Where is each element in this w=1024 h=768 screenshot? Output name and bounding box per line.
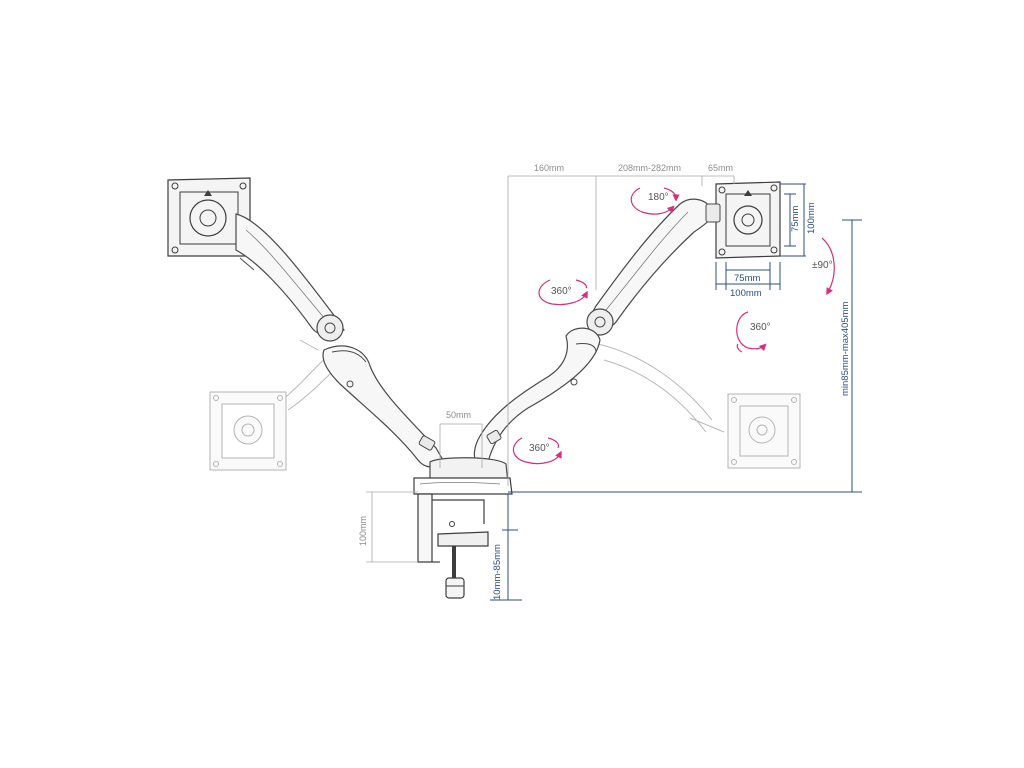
- pole-spacing-label: 50mm: [446, 410, 471, 420]
- left-upper-arm: [235, 213, 345, 342]
- pole-spacing-dimension: [439, 423, 483, 468]
- tilt-arrow-icon: [821, 237, 835, 296]
- plate-rotation-arrow-icon: [630, 187, 680, 215]
- pole-base: [413, 457, 513, 495]
- vesa-small-horizontal-label: 75mm: [734, 273, 760, 284]
- tilt-label: ±90°: [812, 260, 833, 271]
- lower-swivel-label: 360°: [529, 443, 550, 454]
- vesa-dimension-lines: [715, 183, 806, 290]
- desk-thickness-label: 10mm-85mm: [492, 544, 503, 600]
- plate-swivel-label: 360°: [750, 322, 771, 333]
- left-vesa-plate: [167, 177, 251, 257]
- plate-rotation-label: 180°: [648, 192, 669, 203]
- lower-swivel-arrow-icon: [512, 437, 562, 465]
- vesa-large-horizontal-label: 100mm: [730, 288, 762, 299]
- desk-clamp: [417, 493, 489, 599]
- clamp-height-label: 100mm: [358, 516, 368, 546]
- right-vesa-plate: [715, 181, 781, 259]
- reach-dimension-1: 160mm: [534, 163, 564, 173]
- vesa-small-vertical-label: 75mm: [790, 206, 801, 232]
- ghost-right-arm: [597, 343, 725, 433]
- height-range-dimension: [508, 219, 862, 493]
- ghost-right-vesa-plate: [727, 393, 801, 469]
- reach-dimension-2: 208mm-282mm: [618, 163, 681, 173]
- plate-swivel-arrow-icon: [736, 311, 767, 353]
- reach-dimension-lines: [507, 175, 735, 486]
- upper-swivel-label: 360°: [551, 286, 572, 297]
- right-upper-arm: [586, 198, 721, 336]
- height-range-label: min85mm-max405mm: [840, 301, 851, 396]
- ghost-left-vesa-plate: [209, 391, 287, 471]
- vesa-large-vertical-label: 100mm: [806, 202, 817, 234]
- clamp-height-dimension: [366, 491, 418, 563]
- desk-thickness-dimension: [490, 494, 522, 601]
- reach-dimension-3: 65mm: [708, 163, 733, 173]
- left-lower-arm: [322, 345, 445, 468]
- upper-swivel-arrow-icon: [538, 279, 588, 306]
